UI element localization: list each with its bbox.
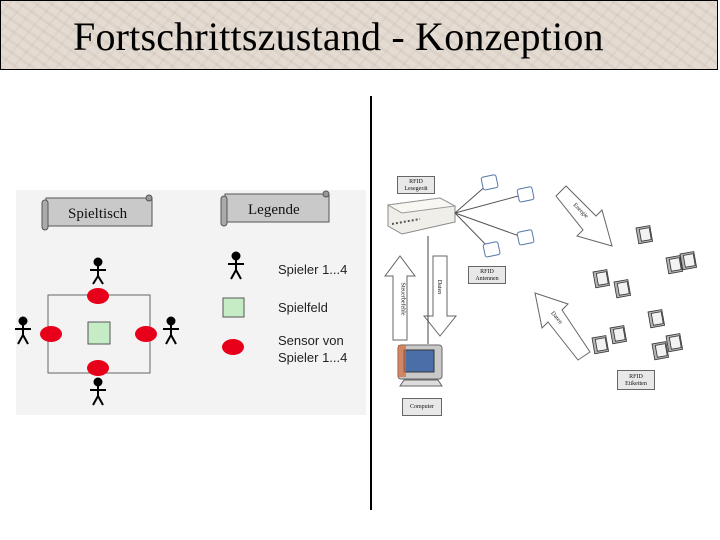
rfid-reader-label: RFID Lesegerät	[397, 176, 435, 194]
divider-line	[370, 96, 372, 510]
spieltisch-label: Spieltisch	[68, 206, 128, 222]
page-title: Fortschrittszustand - Konzeption	[73, 14, 604, 59]
legend-sensor-text-line2: Spieler 1...4	[278, 350, 348, 365]
legend-field-text: Spielfeld	[278, 300, 328, 315]
spieltisch-scroll: Spieltisch	[41, 194, 153, 231]
legende-label: Legende	[248, 202, 300, 218]
sensor-right	[135, 326, 157, 342]
legende-scroll: Legende	[220, 190, 330, 227]
antenna-connection-lines	[454, 183, 523, 250]
rfid-tags-label-line1: RFID	[629, 374, 643, 380]
rfid-antennas-label-line2: Antennen	[475, 276, 499, 282]
player-figure-top	[90, 257, 106, 285]
rfid-reader-label-line1: RFID	[409, 179, 423, 185]
legend-player-figure	[228, 251, 244, 280]
rfid-tags-label-line2: Etiketten	[625, 381, 647, 387]
computer-icon	[397, 344, 443, 387]
rfid-reader-label-line2: Lesegerät	[404, 186, 428, 192]
arrow-daten-diag	[534, 292, 591, 361]
legend-field-swatch	[222, 297, 245, 318]
sensor-left	[40, 326, 62, 342]
arrow-steuerbefehle-label: Steuerbefehle	[399, 282, 406, 316]
rfid-tags-label: RFID Etiketten	[617, 370, 655, 390]
sensor-top	[87, 288, 109, 304]
arrow-energie	[555, 185, 613, 247]
legend-players-text: Spieler 1...4	[278, 262, 348, 277]
game-table-panel	[16, 190, 366, 415]
rfid-antennas-label-line1: RFID	[480, 269, 494, 275]
computer-label: Computer	[402, 398, 442, 416]
arrow-steuerbefehle	[384, 255, 416, 341]
legend-sensor-text-line1: Sensor von	[278, 333, 344, 348]
player-figure-right	[163, 316, 179, 345]
antenna-icons	[480, 174, 535, 258]
sensor-bottom	[87, 360, 109, 376]
rfid-tag-icons	[591, 225, 698, 361]
spielfeld-square	[87, 321, 111, 345]
rfid-reader-device	[386, 197, 457, 235]
rfid-antennas-label: RFID Antennen	[468, 266, 506, 284]
arrow-daten-down-label: Daten	[436, 279, 443, 295]
player-figure-left	[15, 316, 31, 345]
arrow-daten-down	[422, 255, 458, 337]
legend-sensor-swatch	[222, 339, 244, 355]
title-bar: Fortschrittszustand - Konzeption	[0, 0, 718, 70]
player-figure-bottom	[90, 377, 106, 406]
